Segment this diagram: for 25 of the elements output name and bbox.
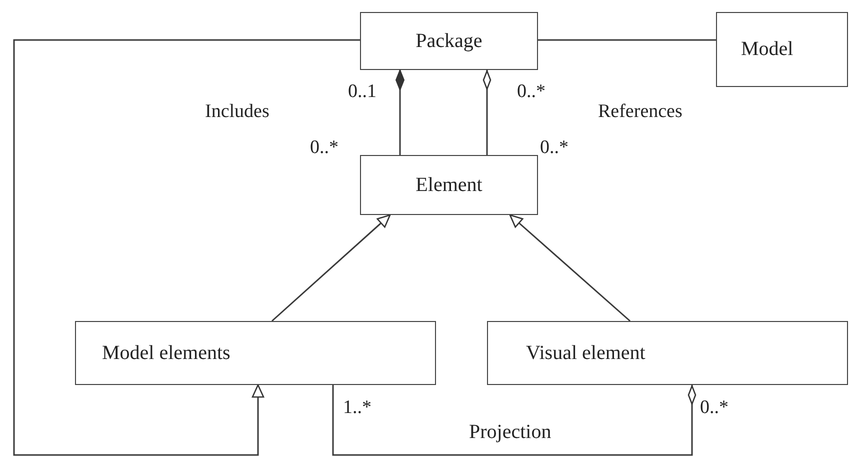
generalization-arrow <box>272 214 391 322</box>
class-name: Package <box>416 30 482 52</box>
multiplicity-label: 0..* <box>700 398 728 417</box>
class-box <box>360 12 538 70</box>
association-name: Includes <box>205 102 270 121</box>
association-name: References <box>598 102 682 121</box>
class-box <box>487 321 848 385</box>
class-name: Model <box>741 38 794 61</box>
generalization-arrow <box>13 39 360 456</box>
multiplicity-label: 0..* <box>517 82 546 101</box>
class-box <box>360 155 538 215</box>
class-box <box>716 12 848 87</box>
association-line <box>396 70 404 155</box>
multiplicity-label: 0..* <box>540 138 568 157</box>
association-line <box>332 385 696 456</box>
class-name: Element <box>416 174 482 196</box>
multiplicity-label: 0..1 <box>348 82 376 101</box>
generalization-arrow <box>509 214 630 322</box>
class-box <box>75 321 436 385</box>
class-name: Model elements <box>102 342 230 364</box>
association-line <box>482 70 492 155</box>
multiplicity-label: 1..* <box>343 398 372 417</box>
connector-line <box>538 39 716 41</box>
class-name: Visual element <box>526 342 646 364</box>
multiplicity-label: 0..* <box>310 138 338 157</box>
